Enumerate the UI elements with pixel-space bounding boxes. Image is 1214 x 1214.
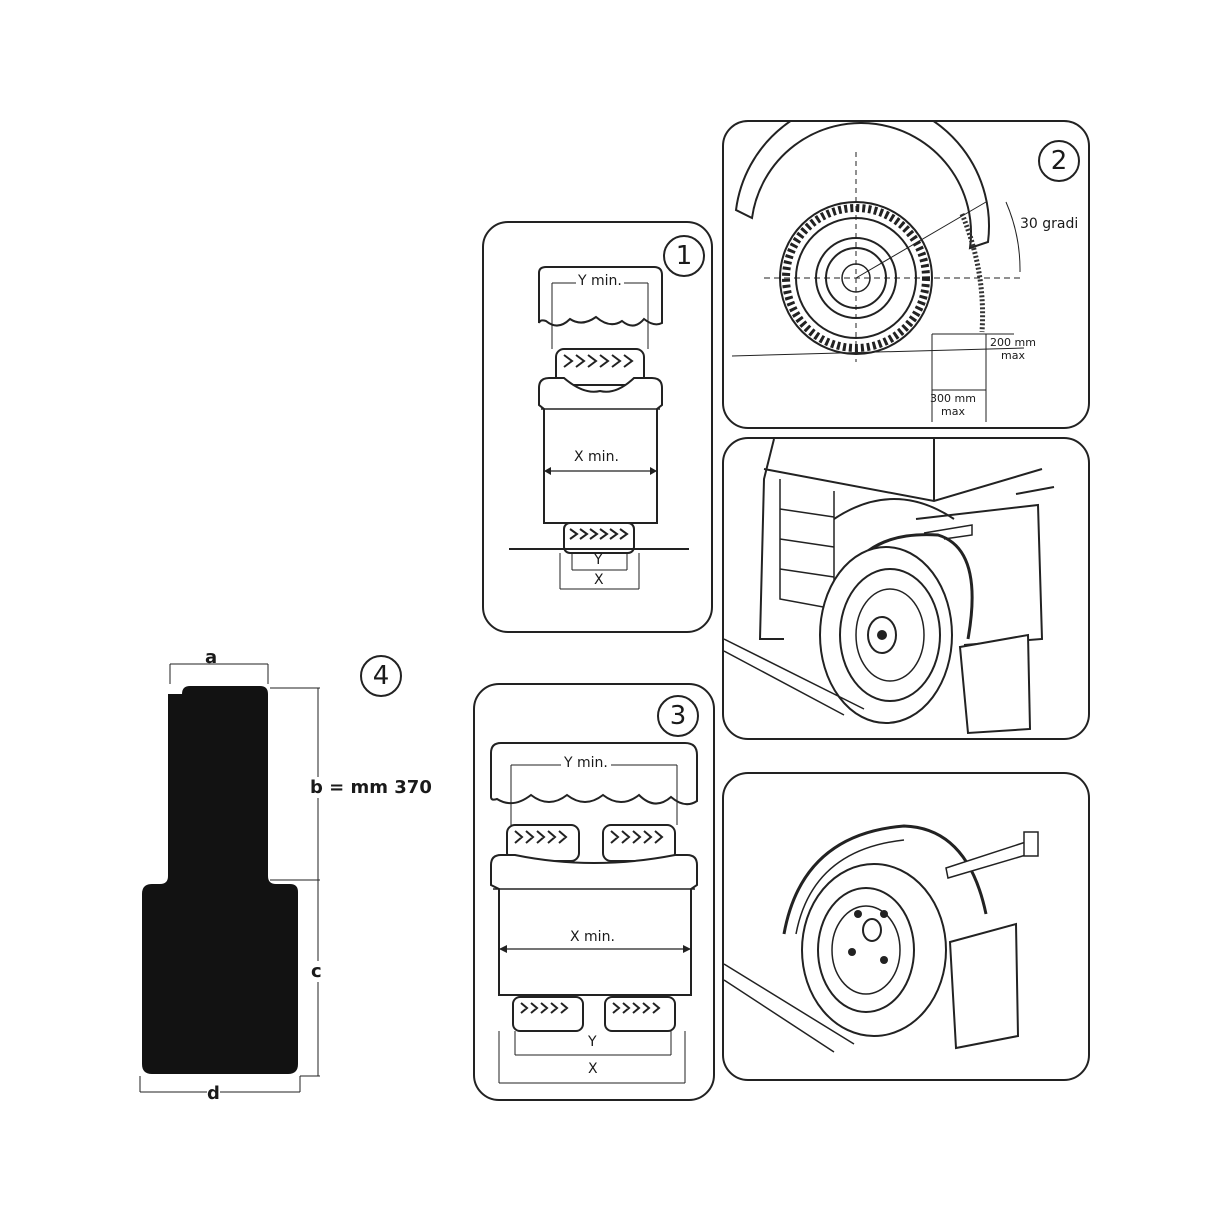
- panel-twin-tire-clearance: 3 Y min. X min. Y X: [473, 683, 715, 1101]
- angle-label: 30 gradi: [1020, 216, 1079, 232]
- truck-wheel-drawing: [724, 439, 1055, 735]
- panel-number-badge: 2: [1038, 140, 1080, 182]
- panel-wheel-fender-view: [722, 772, 1090, 1081]
- panel-fender-angle: 2 30 gradi 200 mm max 300 mm max: [722, 120, 1090, 429]
- x-label: X: [594, 572, 604, 588]
- y-label: Y: [594, 552, 603, 568]
- panel-truck-mudflap-view: [722, 437, 1090, 740]
- y-min-label: Y min.: [576, 273, 624, 289]
- y-label: Y: [588, 1034, 597, 1050]
- fender-angle-drawing: [731, 122, 1025, 422]
- x-min-label: X min.: [567, 929, 618, 945]
- mudflap-shape-drawing: [139, 663, 320, 1093]
- dim-c-label: c: [311, 961, 322, 982]
- panel-single-tire-clearance: 1 Y min. X min. Y X: [482, 221, 713, 633]
- panel-number-badge: 4: [360, 655, 402, 697]
- dim-d-label: d: [207, 1083, 220, 1104]
- mudflap-silhouette: [142, 686, 298, 1074]
- dim-300-label: 300 mm max: [930, 392, 976, 418]
- dim-a-label: a: [205, 647, 218, 668]
- wheel-fender-drawing: [724, 824, 1039, 1053]
- panel-number-badge: 1: [663, 235, 705, 277]
- x-min-label: X min.: [572, 449, 621, 465]
- panel-number-badge: 3: [657, 695, 699, 737]
- y-min-label: Y min.: [561, 755, 611, 771]
- dim-200-label: 200 mm max: [990, 336, 1036, 362]
- x-label: X: [588, 1061, 598, 1077]
- dim-b-label: b = mm 370: [310, 777, 432, 798]
